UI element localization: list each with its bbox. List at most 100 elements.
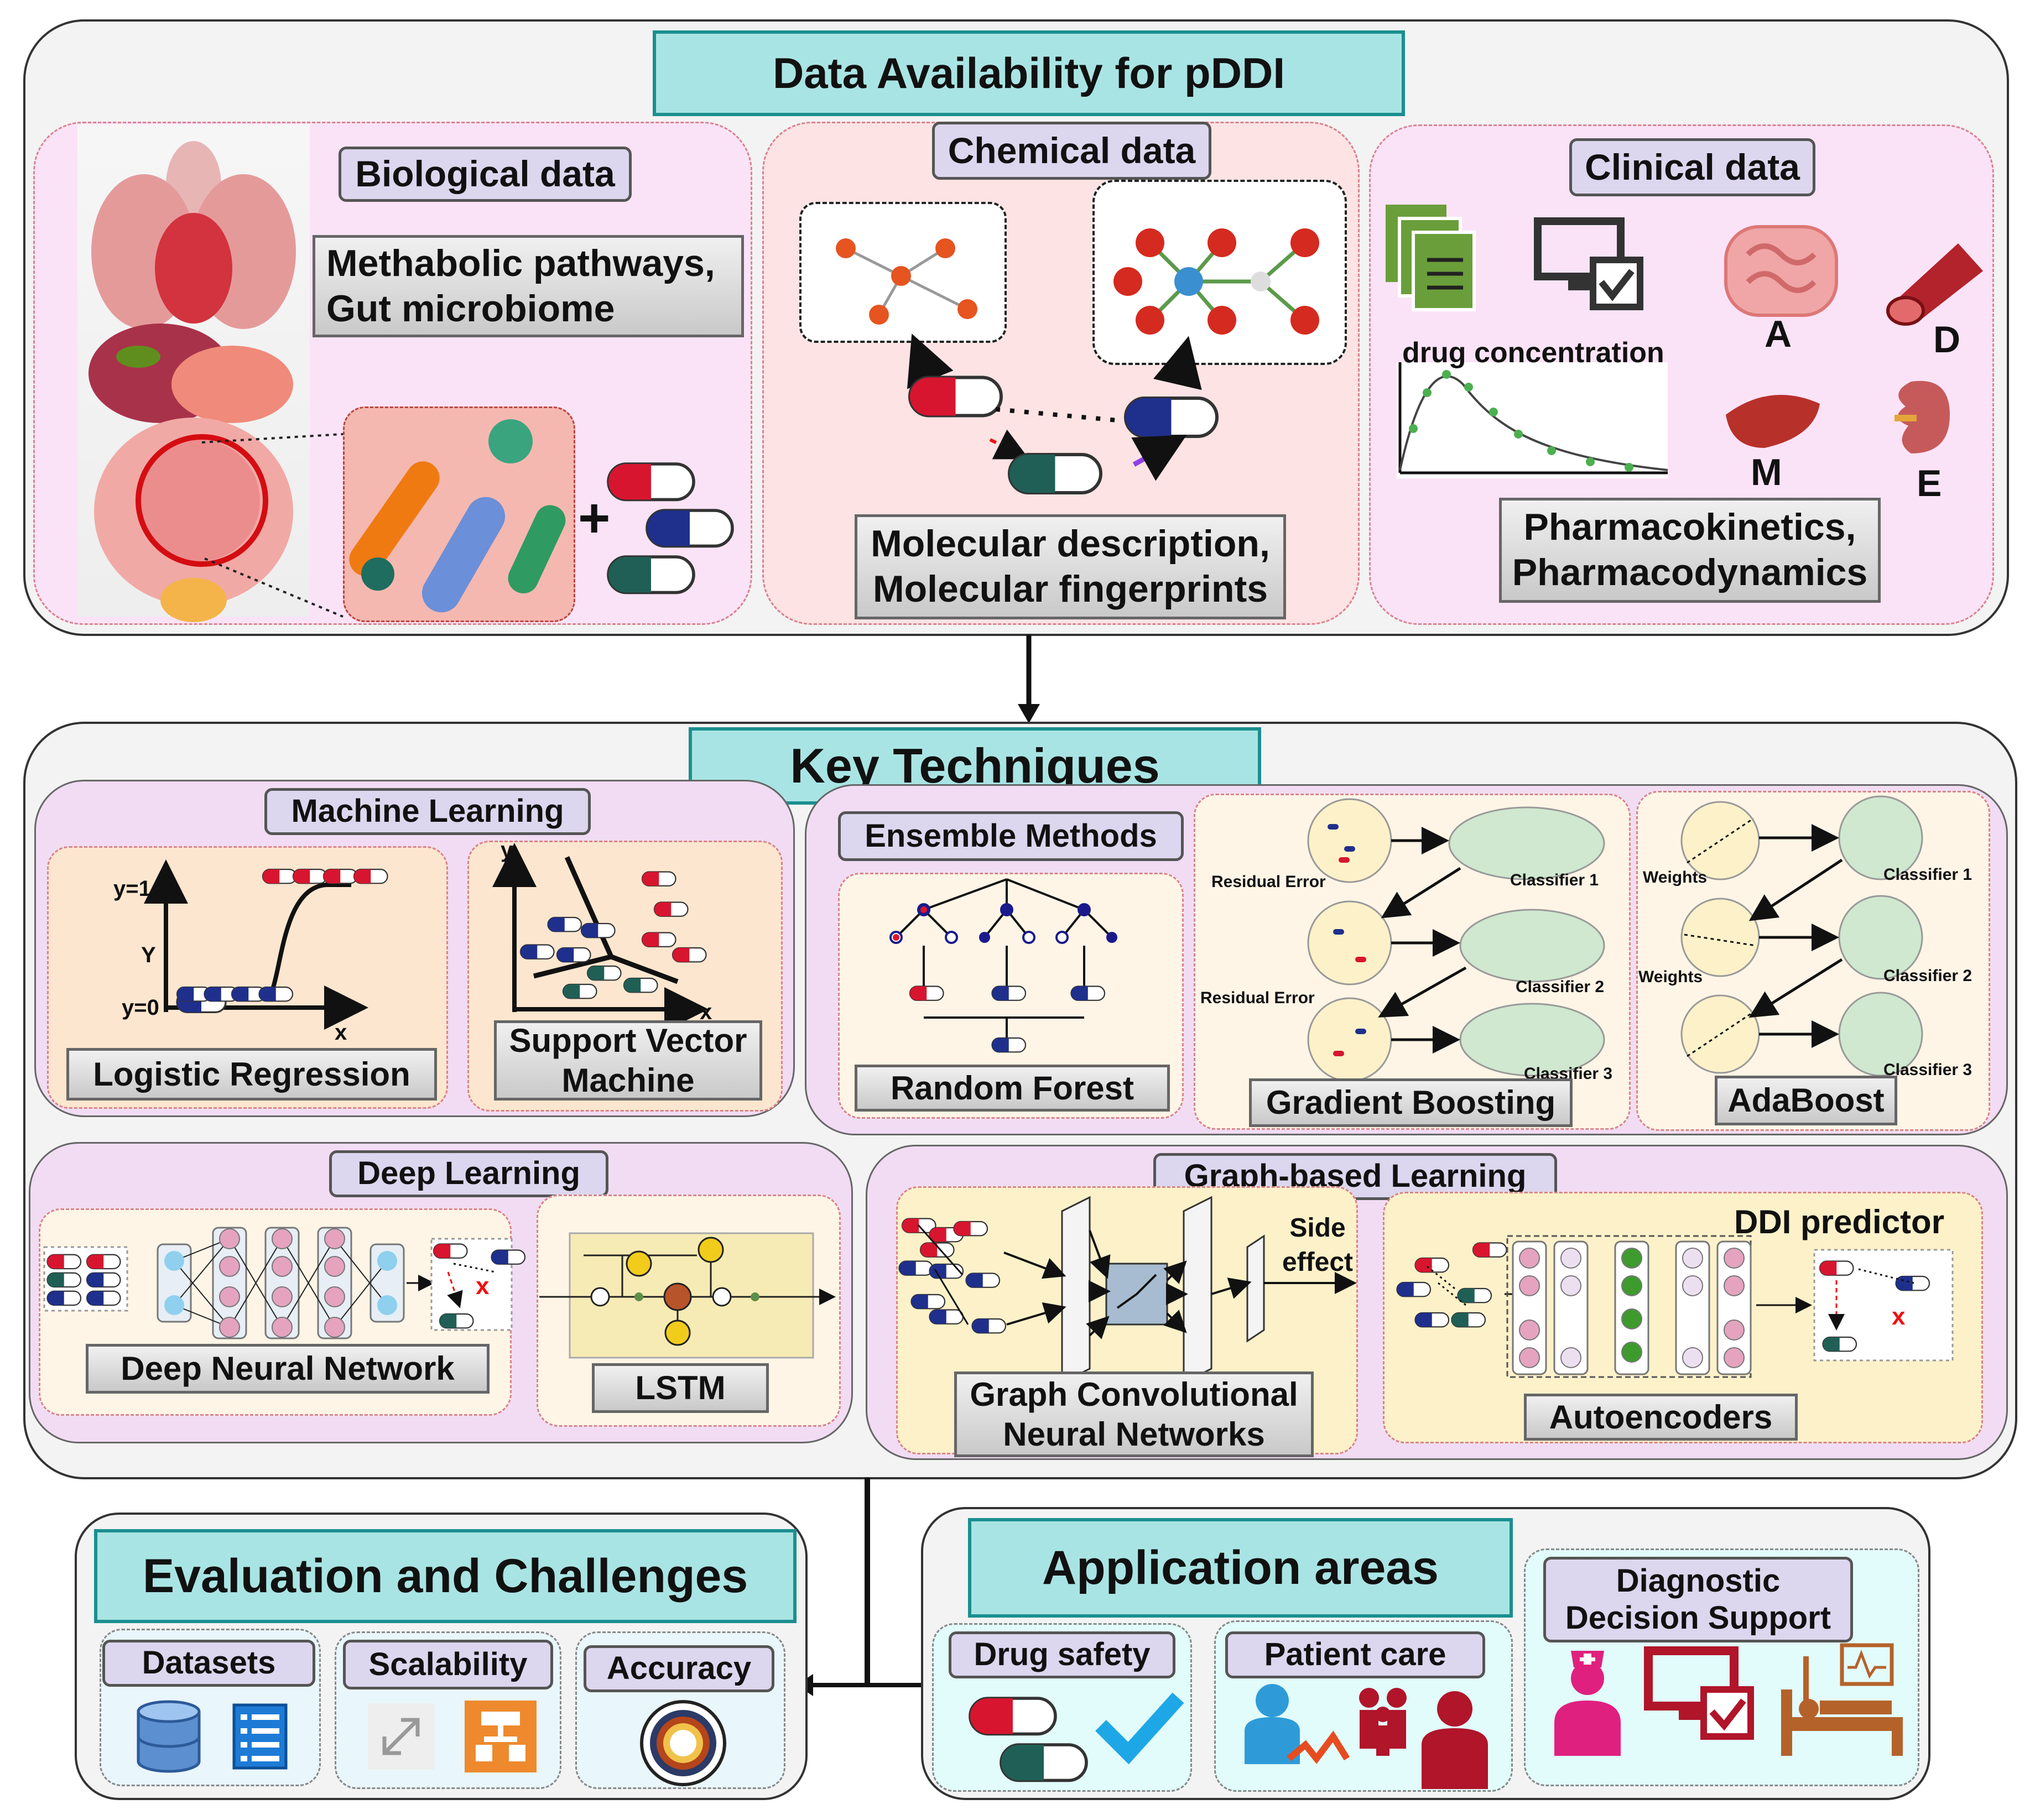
ada-classifier-1: Classifier 1 (1883, 865, 1972, 884)
logistic-xlabel: x (335, 1020, 347, 1045)
lstm-label: LSTM (592, 1363, 769, 1413)
list-icon (232, 1703, 288, 1770)
diagnostic-icons (1554, 1643, 1903, 1756)
evaluation-title: Evaluation and Challenges (94, 1529, 797, 1623)
ensemble-methods-tag: Ensemble Methods (838, 811, 1184, 861)
chemical-description-line2: Molecular fingerprints (872, 568, 1268, 610)
diagnostic-tag-line1: Diagnostic (1616, 1562, 1781, 1599)
molecule-icon (836, 238, 977, 325)
logistic-regression-label: Logistic Regression (66, 1048, 437, 1101)
autoencoder-diagram: x (1396, 1235, 1954, 1378)
random-forest-label: Random Forest (855, 1065, 1170, 1112)
molecule-box-2 (1092, 180, 1347, 365)
monitor-check-icon (1644, 1646, 1754, 1740)
kidney-icon (1895, 380, 1950, 453)
gut-highlight-circle (136, 434, 268, 567)
side-effect-line2: effect (1282, 1248, 1354, 1277)
hospital-bed-icon (1781, 1643, 1903, 1756)
clinical-data-tag: Clinical data (1569, 138, 1815, 196)
drug-safety-icon (962, 1692, 1184, 1786)
blood-vessel-icon (1886, 243, 1983, 326)
diagnostic-tag: Diagnostic Decision Support (1543, 1557, 1853, 1642)
machine-learning-tag: Machine Learning (264, 788, 591, 835)
lstm-diagram (539, 1232, 836, 1359)
clinical-description-line2: Pharmacodynamics (1512, 551, 1868, 593)
data-availability-title: Data Availability for pDDI (653, 30, 1405, 116)
svm-label-line2: Machine (561, 1061, 695, 1099)
drug-concentration-plot (1397, 362, 1668, 478)
deep-learning-tag: Deep Learning (329, 1150, 608, 1197)
organs-icon (89, 141, 296, 622)
patient-care-tag: Patient care (1225, 1631, 1485, 1678)
plus-sign: + (578, 487, 611, 549)
liver-icon (1726, 395, 1820, 448)
biological-description-line1: Methabolic pathways, (326, 242, 715, 284)
datasets-tag: Datasets (102, 1640, 315, 1687)
scalability-tag: Scalability (343, 1640, 553, 1689)
side-effect-line1: Side (1289, 1213, 1346, 1243)
patient-care-icon (1245, 1684, 1488, 1789)
gcn-label-line1: Graph Convolutional (970, 1375, 1298, 1413)
ada-classifier-3: Classifier 3 (1883, 1061, 1972, 1079)
biological-description-line2: Gut microbiome (326, 287, 615, 330)
ddi-predictor-label: DDI predictor (1734, 1203, 1945, 1240)
logistic-blue-pills (176, 986, 294, 1002)
gcn-label-line2: Neural Networks (1003, 1415, 1265, 1453)
adme-label-m: M (1751, 451, 1782, 493)
database-icon (137, 1700, 201, 1773)
ada-classifier-2: Classifier 2 (1883, 967, 1972, 985)
hierarchy-icon (465, 1701, 537, 1772)
gradient-boosting-label: Gradient Boosting (1249, 1078, 1573, 1127)
gb-classifier-1: Classifier 1 (1510, 871, 1599, 889)
gb-classifier-2: Classifier 2 (1516, 978, 1605, 996)
gb-residual-error-1: Residual Error (1211, 873, 1326, 891)
monitor-check-icon (1534, 217, 1643, 310)
dnn-label: Deep Neural Network (86, 1344, 490, 1394)
svm-label-line1: Support Vector (509, 1021, 747, 1059)
chemical-pill-relations (907, 333, 1272, 520)
adme-label-a: A (1765, 313, 1792, 355)
adme-label-d: D (1933, 319, 1961, 361)
accuracy-tag: Accuracy (584, 1645, 774, 1692)
ada-weights-1: Weights (1643, 868, 1708, 886)
chemical-data-tag: Chemical data (932, 122, 1211, 180)
molecule-icon (1113, 228, 1319, 335)
target-icon (640, 1700, 726, 1786)
flow-arrows-bottom (797, 1478, 940, 1696)
documents-icon (1386, 205, 1476, 311)
adme-label-e: E (1917, 462, 1942, 504)
biological-data-tag: Biological data (339, 147, 632, 202)
drug-safety-tag: Drug safety (949, 1631, 1175, 1678)
ada-weights-2: Weights (1638, 968, 1703, 986)
intestine-icon (1724, 225, 1838, 317)
bacteria-icon (349, 419, 566, 613)
gcn-label: Graph Convolutional Neural Networks (954, 1371, 1314, 1457)
logistic-ylabel: Y (141, 943, 156, 967)
flow-arrow-down (1018, 635, 1040, 723)
svm-pills (519, 871, 707, 999)
diagnostic-tag-line2: Decision Support (1565, 1599, 1831, 1636)
logistic-red-pills (262, 868, 388, 884)
microbiome-box (343, 406, 575, 622)
side-effect-label: Side effect (1282, 1211, 1353, 1280)
clinical-description-line1: Pharmacokinetics, (1523, 506, 1856, 549)
drug-pills-icon (608, 456, 752, 589)
logistic-y1-label: y=1 (113, 877, 151, 901)
gb-residual-error-2: Residual Error (1200, 989, 1315, 1007)
svm-ylabel: y (501, 838, 513, 862)
svm-xlabel: x (700, 1000, 712, 1024)
adaboost-diagram (1680, 795, 1923, 1077)
logistic-y0-label: y=0 (122, 995, 159, 1020)
drug-concentration-label: drug concentration (1402, 337, 1664, 369)
svm-plot (492, 843, 709, 1031)
adaboost-label: AdaBoost (1715, 1076, 1897, 1125)
gradient-boosting-diagram (1307, 798, 1605, 1082)
svg-text:x: x (476, 1273, 490, 1300)
random-forest-trees (889, 878, 1117, 1053)
clinical-description: Pharmacokinetics, Pharmacodynamics (1499, 498, 1881, 603)
dnn-diagram: x (43, 1227, 526, 1339)
applications-title: Application areas (968, 1518, 1513, 1618)
human-organs-illustration (77, 124, 310, 622)
molecule-box-1 (799, 202, 1007, 343)
